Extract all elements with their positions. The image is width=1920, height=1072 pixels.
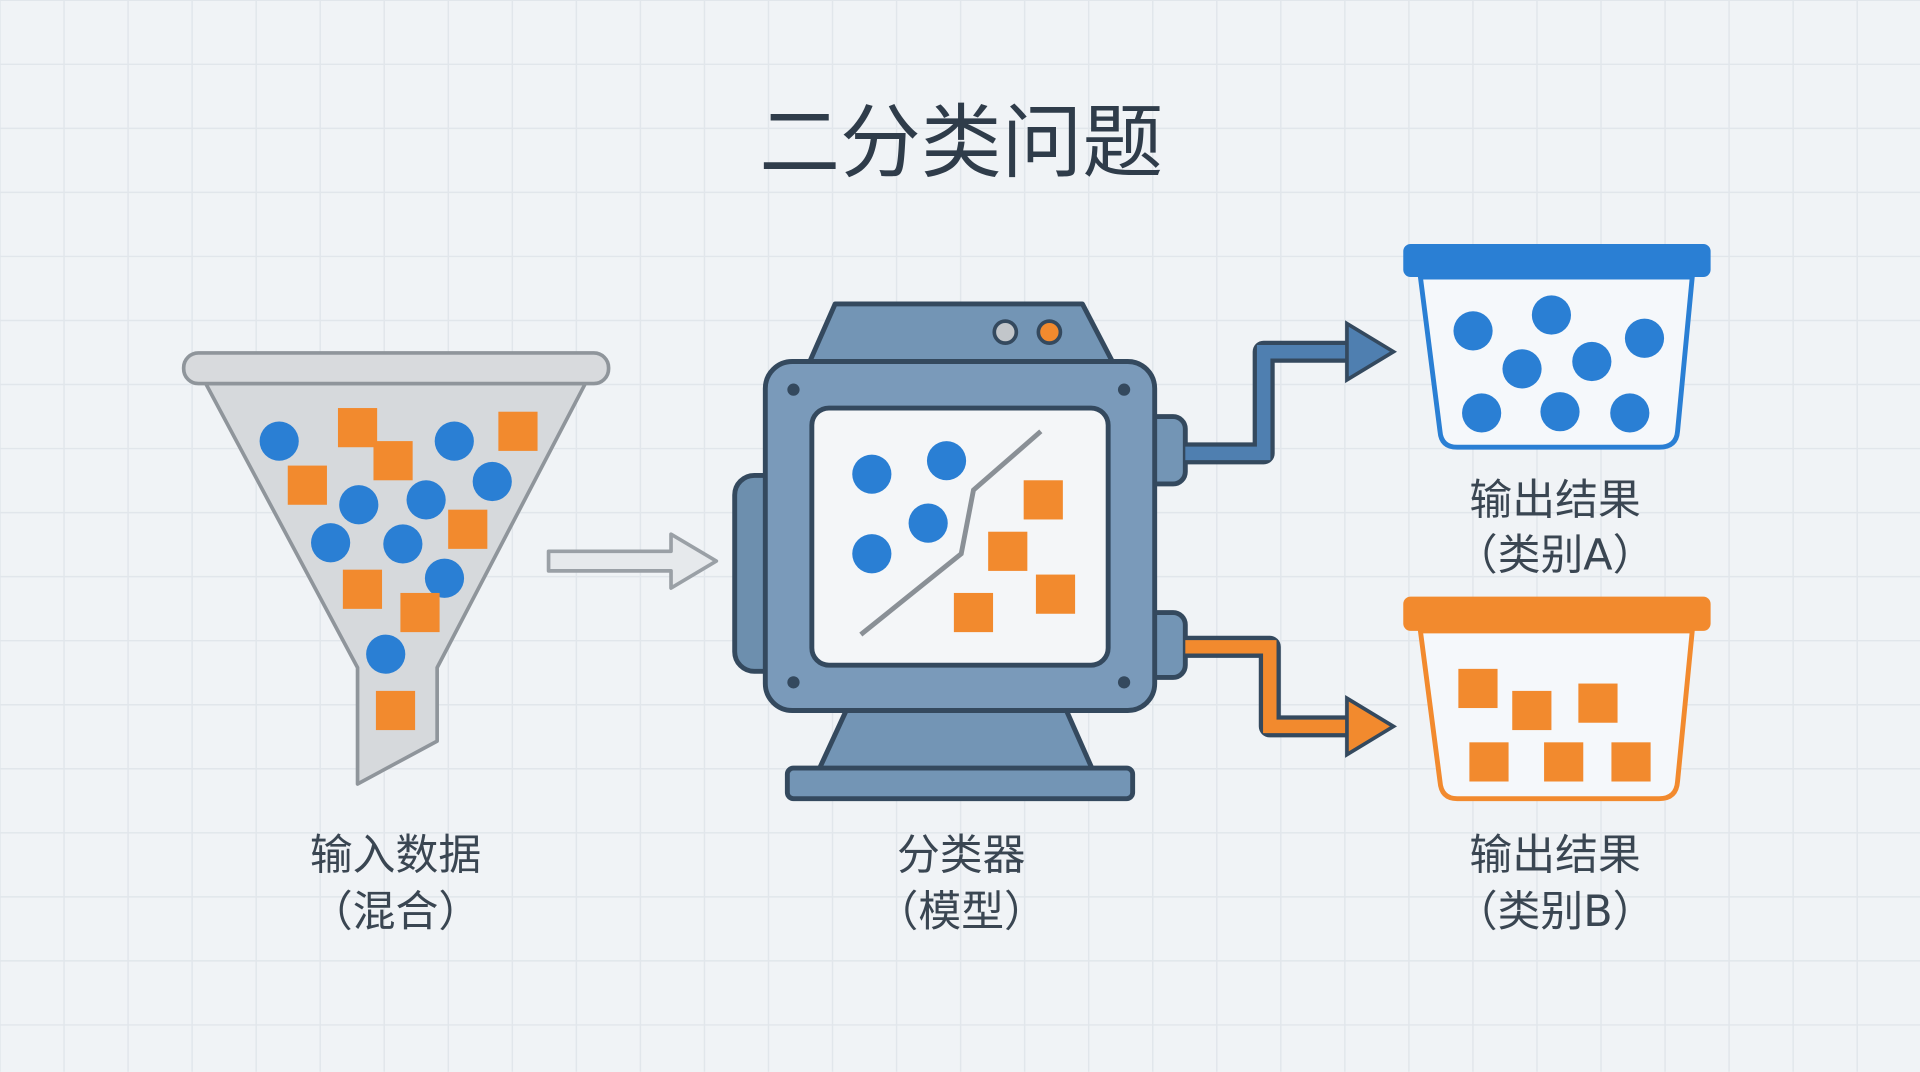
machine-stand [815, 705, 1096, 775]
class-a-circle [339, 485, 379, 525]
class-b-square [1469, 742, 1509, 782]
output-bin-a [1403, 243, 1711, 450]
class-b-square [373, 441, 413, 481]
output-b-sublabel: （类别B） [1455, 887, 1656, 937]
class-a-circle [434, 421, 474, 461]
output-arrow-b [1185, 635, 1398, 758]
input-arrow [546, 532, 719, 590]
class-b-square [498, 411, 538, 451]
decision-boundary-line [859, 429, 1043, 637]
input-sublabel: （混合） [310, 887, 481, 937]
class-a-circle [926, 441, 967, 481]
class-b-square [1512, 690, 1552, 731]
class-a-circle [1610, 393, 1650, 433]
class-a-circle [852, 534, 892, 574]
class-a-circle [1540, 392, 1580, 432]
class-b-square [400, 592, 440, 633]
output-a-sublabel: （类别A） [1455, 531, 1656, 581]
class-a-circle [259, 421, 299, 461]
input-funnel [181, 351, 611, 786]
output-arrow-a [1185, 320, 1398, 465]
class-b-square [1544, 742, 1584, 782]
indicator-light-gray [992, 319, 1019, 345]
class-b-square [375, 690, 416, 731]
screw [787, 383, 800, 396]
machine-top [805, 301, 1117, 368]
class-a-circle [1624, 318, 1665, 358]
class-a-circle [1531, 295, 1572, 335]
class-a-circle [1453, 311, 1493, 351]
class-b-square [1035, 574, 1076, 614]
class-b-square [337, 408, 378, 448]
class-a-circle [424, 558, 465, 598]
class-a-circle [1502, 349, 1542, 389]
class-b-square [1578, 683, 1618, 723]
class-a-circle [311, 523, 351, 563]
class-a-circle [852, 454, 892, 494]
class-b-square [448, 509, 488, 549]
class-b-square [988, 531, 1028, 571]
machine-base [784, 765, 1136, 802]
class-a-circle [383, 524, 423, 564]
class-a-circle [366, 634, 406, 674]
class-a-circle [1462, 393, 1502, 433]
class-a-circle [908, 503, 948, 543]
funnel-rim [181, 351, 611, 386]
class-a-circle [1572, 341, 1612, 382]
class-a-circle [472, 461, 512, 502]
class-b-square [1023, 480, 1063, 520]
output-a-label: 输出结果 [1469, 476, 1640, 526]
screw [1117, 383, 1131, 396]
classifier-sublabel: （模型） [876, 887, 1047, 937]
screw [787, 676, 800, 689]
indicator-light-orange [1036, 319, 1063, 345]
class-b-square [1611, 742, 1651, 782]
class-b-square [1458, 668, 1498, 709]
class-b-square [342, 569, 383, 609]
class-b-square [287, 465, 327, 505]
class-b-square [953, 592, 994, 633]
output-b-label: 输出结果 [1469, 831, 1640, 881]
output-bin-b [1403, 596, 1711, 802]
class-a-circle [406, 480, 446, 520]
input-label: 输入数据 [310, 831, 481, 881]
classifier-label: 分类器 [897, 831, 1026, 881]
diagram-title: 二分类问题 [759, 96, 1163, 190]
screw [1117, 676, 1131, 689]
